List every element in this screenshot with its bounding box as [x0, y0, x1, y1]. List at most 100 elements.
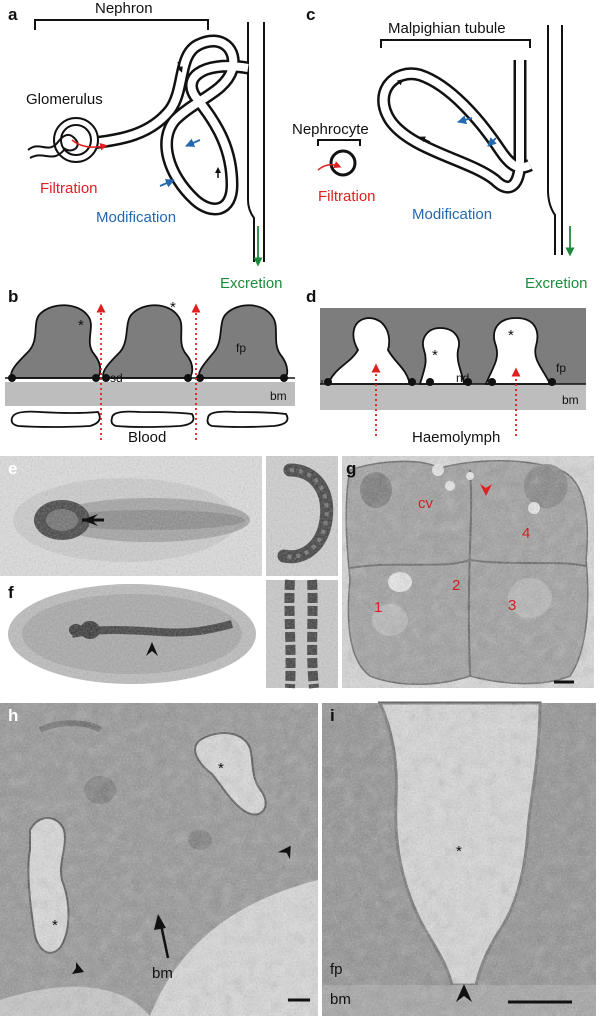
junction-dot	[426, 378, 434, 386]
basement-membrane	[5, 382, 295, 406]
malpighian-label: Malpighian tubule	[388, 20, 506, 37]
panel-letter-i: i	[330, 706, 335, 725]
bm-label: bm	[330, 991, 351, 1008]
panel-g: cv 1 2 3 4 g	[342, 456, 594, 688]
cell-number-2: 2	[452, 577, 460, 594]
panel-letter-g: g	[346, 459, 356, 478]
filtration-label: Filtration	[40, 180, 98, 197]
glomerulus	[27, 117, 99, 163]
lacuna-channel	[418, 327, 466, 385]
channel-star: *	[508, 327, 514, 344]
panel-b: b * * sd fp bm Blood	[5, 287, 295, 446]
nephrocyte-bracket	[317, 139, 361, 146]
channel-star: *	[218, 760, 224, 777]
filtration-arrow-icon	[71, 139, 108, 151]
modification-arrow-icon	[487, 137, 497, 147]
channel-star: *	[456, 843, 462, 860]
nephron-bracket	[34, 19, 209, 30]
junction-dot	[464, 378, 472, 386]
arrowhead-icon	[146, 642, 158, 656]
bm-arrow-icon	[154, 914, 166, 930]
capillary-cell	[110, 410, 195, 428]
bm-label: bm	[152, 965, 173, 982]
filtration-label: Filtration	[318, 188, 376, 205]
capillary-cell	[10, 410, 101, 428]
modification-label: Modification	[96, 209, 176, 226]
modification-arrow-icon	[185, 138, 201, 147]
junction-dot	[548, 378, 556, 386]
panel-letter-f: f	[8, 583, 14, 602]
panel-d: d * * nd fp bm Haemolymph	[306, 287, 586, 446]
channel-star: *	[52, 917, 58, 934]
nephrocyte-cell	[329, 149, 357, 177]
junction-dot	[196, 374, 204, 382]
fp-label: fp	[556, 361, 566, 375]
panel-c: c Malpighian tubule Nephrocyte Filtratio…	[292, 5, 588, 292]
junction-dot	[324, 378, 332, 386]
malpighian-tubule	[377, 60, 533, 194]
blood-label: Blood	[128, 429, 166, 446]
basement-membrane	[320, 384, 586, 410]
excretion-label: Excretion	[220, 275, 283, 292]
filtration-arrow-icon	[317, 161, 342, 171]
junction-dot	[92, 374, 100, 382]
panel-h: * * bm h	[0, 703, 318, 1016]
panel-f: f	[0, 579, 338, 689]
panel-a: a Nephron Glomerulus Filtration Modifica…	[8, 0, 283, 292]
nephron-label: Nephron	[95, 0, 153, 17]
panel-letter-h: h	[8, 706, 18, 725]
malpighian-bracket	[380, 39, 531, 48]
flow-arrow-icon	[177, 61, 183, 73]
arrowhead-icon	[82, 514, 98, 526]
panel-letter-d: d	[306, 287, 316, 306]
nephrocyte-label: Nephrocyte	[292, 121, 369, 138]
podocyte-foot-process	[102, 304, 194, 379]
red-arrowhead-icon	[480, 484, 492, 496]
excretion-label: Excretion	[525, 275, 588, 292]
bm-label: bm	[270, 389, 287, 403]
nd-label: nd	[456, 371, 469, 385]
lacuna-channel	[326, 317, 412, 385]
bm-label: bm	[562, 393, 579, 407]
flow-arrow-icon	[419, 136, 431, 143]
panel-e: e	[0, 456, 338, 576]
haemolymph-label: Haemolymph	[412, 429, 500, 446]
junction-dot	[184, 374, 192, 382]
junction-dot	[488, 378, 496, 386]
cell-number-3: 3	[508, 597, 516, 614]
panel-letter-a: a	[8, 5, 18, 24]
cv-label: cv	[418, 495, 434, 512]
channel-star: *	[432, 347, 438, 364]
glomerulus-label: Glomerulus	[26, 91, 103, 108]
podocyte-foot-process	[10, 304, 102, 379]
collecting-duct-left-wall	[247, 22, 255, 262]
arrowhead-icon	[456, 984, 472, 1002]
junction-dot	[102, 374, 110, 382]
podocyte-foot-process	[198, 304, 289, 379]
capillary-cell	[206, 410, 289, 428]
modification-arrow-icon	[457, 115, 473, 125]
fp-label: fp	[236, 341, 246, 355]
panel-letter-e: e	[8, 459, 17, 478]
junction-dot	[8, 374, 16, 382]
urinary-space-star: *	[78, 317, 84, 334]
fp-label: fp	[330, 961, 343, 978]
cell-number-4: 4	[522, 525, 530, 542]
panel-i: * fp bm i	[322, 701, 596, 1016]
lacuna-channel	[484, 317, 552, 385]
ureter-left-wall	[547, 25, 556, 255]
panel-letter-c: c	[306, 5, 315, 24]
nephron-tubule	[91, 34, 250, 216]
sd-label: sd	[110, 371, 123, 385]
flow-arrow-icon	[394, 79, 404, 87]
modification-arrow-icon	[159, 179, 175, 188]
cell-number-1: 1	[374, 599, 382, 616]
junction-dot	[280, 374, 288, 382]
modification-label: Modification	[412, 206, 492, 223]
arrowhead-icon	[72, 962, 84, 974]
arrowhead-icon	[277, 845, 291, 860]
panel-letter-b: b	[8, 287, 18, 306]
junction-dot	[408, 378, 416, 386]
urinary-space-star: *	[170, 299, 176, 316]
